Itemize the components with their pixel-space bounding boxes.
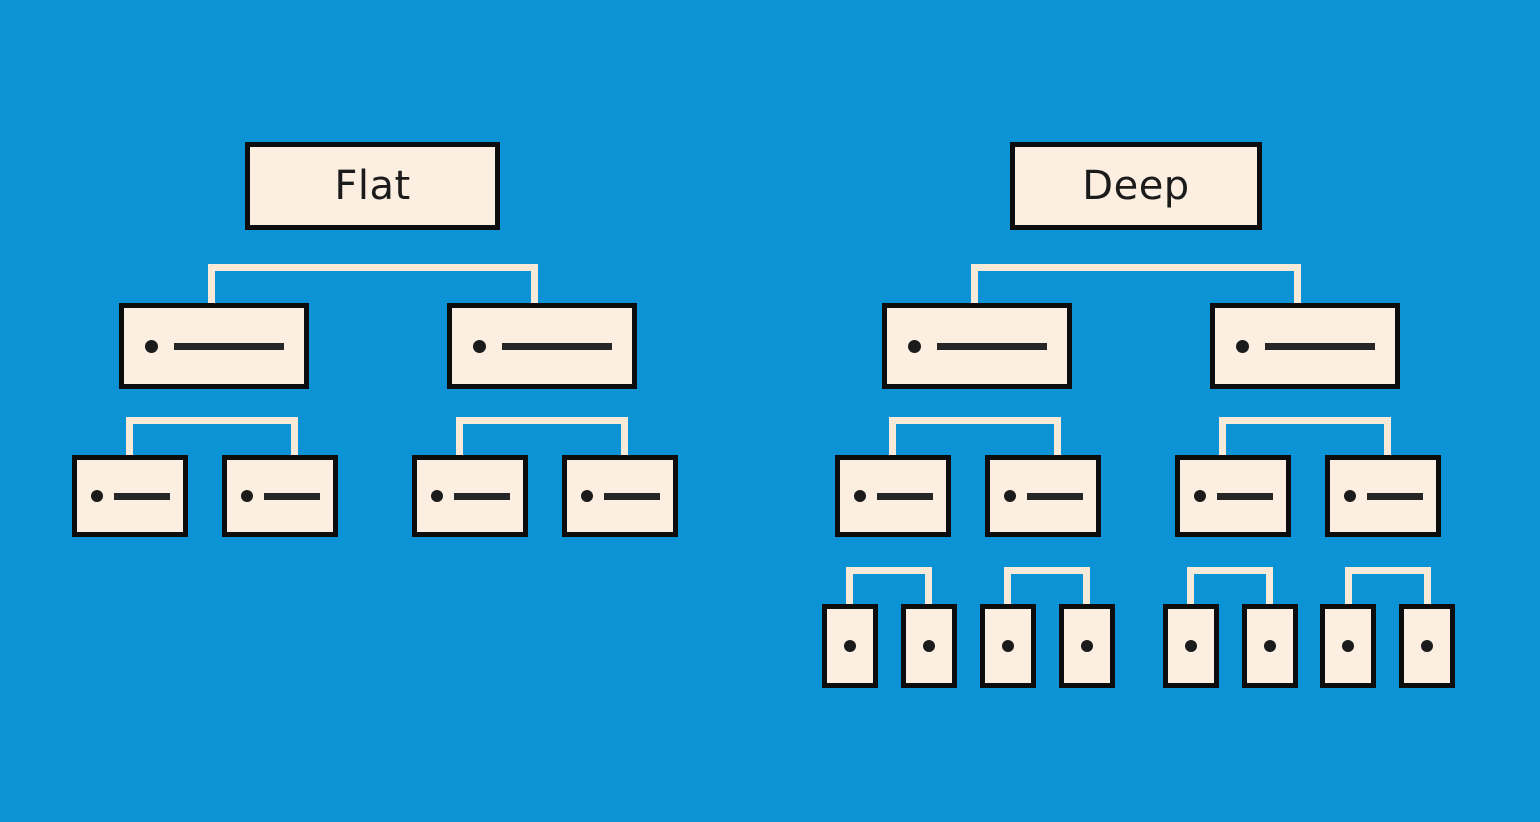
node-content [1168,640,1214,652]
text-rule-icon [603,492,660,500]
text-rule-icon [1026,492,1083,500]
tree-title-flat: Flat [334,163,411,209]
node-content [887,339,1067,353]
tree-node-deep-l4-3[interactable] [1059,604,1115,688]
tree-node-deep-l3-3[interactable] [1325,455,1441,537]
node-content [1404,640,1450,652]
tree-node-flat-l3-2[interactable] [412,455,528,537]
tree-connector-deep-6 [1345,567,1431,605]
bullet-dot-icon [923,640,935,652]
text-rule-icon [1264,342,1375,350]
node-content [124,339,304,353]
tree-node-deep-l4-1[interactable] [901,604,957,688]
node-content [1064,640,1110,652]
node-content [906,640,952,652]
node-content [827,640,873,652]
tree-node-deep-l3-2[interactable] [1175,455,1291,537]
node-content [417,490,523,502]
bullet-dot-icon [1343,490,1356,502]
bullet-dot-icon [1264,640,1276,652]
tree-node-deep-l4-2[interactable] [980,604,1036,688]
tree-node-deep-l2-0[interactable] [882,303,1072,389]
bullet-dot-icon [1003,490,1016,502]
tree-node-flat-l2-0[interactable] [119,303,309,389]
node-content [452,339,632,353]
text-rule-icon [1216,492,1273,500]
bullet-dot-icon [580,490,593,502]
tree-connector-deep-5 [1187,567,1273,605]
bullet-dot-icon [1342,640,1354,652]
bullet-dot-icon [240,490,253,502]
tree-node-deep-l2-1[interactable] [1210,303,1400,389]
node-content [567,490,673,502]
bullet-dot-icon [907,339,921,353]
text-rule-icon [263,492,320,500]
bullet-dot-icon [853,490,866,502]
node-content [227,490,333,502]
tree-node-deep-l3-1[interactable] [985,455,1101,537]
text-rule-icon [876,492,933,500]
tree-node-flat-l3-1[interactable] [222,455,338,537]
text-rule-icon [936,342,1047,350]
tree-node-flat-l2-1[interactable] [447,303,637,389]
tree-node-deep-l3-0[interactable] [835,455,951,537]
tree-title-deep: Deep [1082,163,1190,209]
node-content [1325,640,1371,652]
tree-node-deep-l4-7[interactable] [1399,604,1455,688]
tree-node-deep-l4-0[interactable] [822,604,878,688]
bullet-dot-icon [1193,490,1206,502]
node-content [1215,339,1395,353]
tree-connector-deep-0 [971,264,1301,306]
tree-connector-deep-2 [1219,417,1391,459]
bullet-dot-icon [1421,640,1433,652]
text-rule-icon [113,492,170,500]
bullet-dot-icon [430,490,443,502]
tree-node-flat-l3-3[interactable] [562,455,678,537]
text-rule-icon [1366,492,1423,500]
bullet-dot-icon [1235,339,1249,353]
tree-connector-deep-3 [846,567,932,605]
tree-connector-deep-4 [1004,567,1090,605]
bullet-dot-icon [844,640,856,652]
bullet-dot-icon [1002,640,1014,652]
bullet-dot-icon [1185,640,1197,652]
tree-node-flat-l3-0[interactable] [72,455,188,537]
tree-connector-deep-1 [889,417,1061,459]
text-rule-icon [453,492,510,500]
node-content [1180,490,1286,502]
node-content [985,640,1031,652]
bullet-dot-icon [144,339,158,353]
node-content [1247,640,1293,652]
node-content [990,490,1096,502]
bullet-dot-icon [90,490,103,502]
tree-node-deep-l1-0[interactable]: Deep [1010,142,1262,230]
node-content [1330,490,1436,502]
tree-node-deep-l4-5[interactable] [1242,604,1298,688]
tree-connector-flat-2 [456,417,628,459]
tree-connector-flat-1 [126,417,298,459]
bullet-dot-icon [472,339,486,353]
tree-node-deep-l4-4[interactable] [1163,604,1219,688]
tree-node-deep-l4-6[interactable] [1320,604,1376,688]
node-content [77,490,183,502]
node-content [840,490,946,502]
tree-node-flat-l1-0[interactable]: Flat [245,142,500,230]
text-rule-icon [501,342,612,350]
text-rule-icon [173,342,284,350]
tree-connector-flat-0 [208,264,538,306]
bullet-dot-icon [1081,640,1093,652]
